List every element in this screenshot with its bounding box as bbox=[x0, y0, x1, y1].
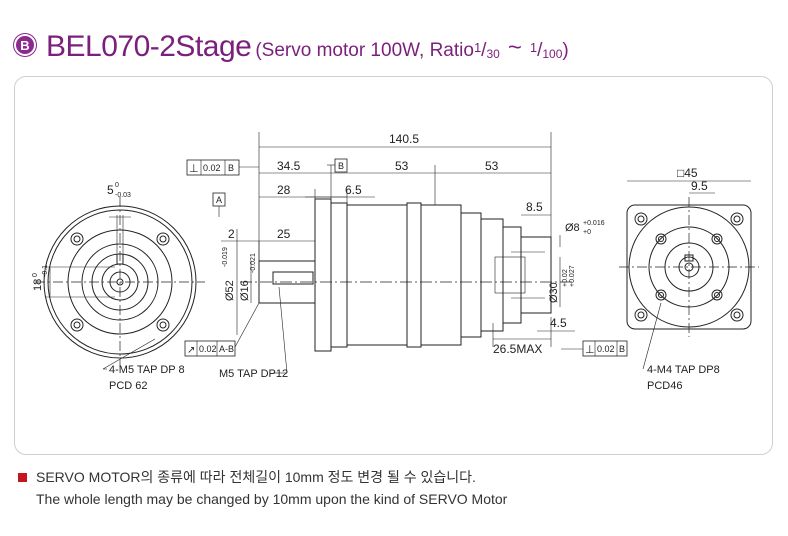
dia-52-label: Ø52 bbox=[224, 280, 236, 301]
left-callout-pcd: PCD 62 bbox=[109, 380, 148, 392]
front-view-left bbox=[35, 197, 205, 370]
dim-53-b-label: 53 bbox=[485, 159, 499, 173]
ratio-low: 1/30 bbox=[473, 40, 500, 61]
mid-callout-label: M5 TAP DP12 bbox=[219, 368, 288, 380]
key-tol-top: 0 bbox=[115, 182, 119, 189]
perp-top-symbol: ⊥ bbox=[189, 163, 199, 175]
model-spec: (Servo motor 100W, Ratio 1/30 ~ 1/100 ) bbox=[255, 36, 568, 62]
right-callout-pcd: PCD46 bbox=[647, 380, 682, 392]
dim-53-a-label: 53 bbox=[395, 159, 409, 173]
runout-symbol: ↗ bbox=[187, 345, 195, 356]
datum-a-label: A bbox=[216, 195, 222, 205]
right-callout-tap: 4-M4 TAP DP8 bbox=[647, 364, 720, 376]
note-english-text: The whole length may be changed by 10mm … bbox=[36, 491, 508, 507]
spec-suffix: ) bbox=[562, 40, 569, 61]
dia-8-tol-bot: +0 bbox=[583, 229, 591, 236]
perp-top-value: 0.02 bbox=[203, 163, 221, 173]
note-korean: SERVO MOTOR의 종류에 따라 전체길이 10mm 정도 변경 될 수 … bbox=[18, 466, 507, 488]
dia-16-tol: -0.021 bbox=[250, 253, 257, 273]
dia-30-tol-top: +0.02 bbox=[562, 269, 569, 287]
shaft-height-tol-top: 0 bbox=[32, 273, 39, 277]
dia-30-tol-bot: +0.027 bbox=[569, 265, 576, 287]
shaft-height-tol: -0.1 bbox=[42, 265, 49, 277]
overall-length-label: 140.5 bbox=[389, 132, 419, 146]
dim-6-5-label: 6.5 bbox=[345, 183, 362, 197]
perp-right-value: 0.02 bbox=[597, 344, 615, 354]
dia-30-label: Ø30 bbox=[548, 282, 560, 303]
left-callout-tap: 4-M5 TAP DP 8 bbox=[109, 364, 185, 376]
dim-25-label: 25 bbox=[277, 227, 291, 241]
datum-b-label: B bbox=[338, 161, 344, 171]
dia-16-label: Ø16 bbox=[239, 280, 251, 301]
dim-34-5-label: 34.5 bbox=[277, 159, 301, 173]
notes: SERVO MOTOR의 종류에 따라 전체길이 10mm 정도 변경 될 수 … bbox=[18, 466, 507, 510]
drawing-panel: 5 0 -0.03 18 0 -0.1 4-M5 TAP DP 8 PCD 62… bbox=[14, 76, 773, 455]
dim-26-5max-label: 26.5MAX bbox=[493, 342, 542, 356]
key-tol: -0.03 bbox=[115, 192, 131, 199]
stage-badge: B bbox=[14, 34, 36, 56]
square-45-label: □45 bbox=[677, 166, 698, 180]
header: B BEL070-2Stage (Servo motor 100W, Ratio… bbox=[14, 22, 569, 62]
perp-right-symbol: ⊥ bbox=[585, 344, 595, 356]
dim-4-5-label: 4.5 bbox=[550, 316, 567, 330]
dia-8-tol-top: +0.016 bbox=[583, 220, 605, 227]
ratio-tilde: ~ bbox=[507, 34, 522, 61]
dim-2-label: 2 bbox=[228, 227, 235, 241]
runout-value: 0.02 bbox=[199, 344, 217, 354]
dia-52-tol: -0.019 bbox=[222, 247, 229, 267]
spec-prefix: (Servo motor 100W, Ratio bbox=[255, 40, 474, 61]
perp-top-ref: B bbox=[228, 163, 234, 173]
front-view-right bbox=[619, 180, 759, 370]
model-title: BEL070-2Stage bbox=[46, 30, 252, 63]
dia-8-label: Ø8 bbox=[565, 222, 580, 234]
side-view bbox=[184, 132, 628, 374]
shaft-height-label: 18 bbox=[32, 279, 44, 291]
dim-28-label: 28 bbox=[277, 183, 291, 197]
technical-drawing: 5 0 -0.03 18 0 -0.1 4-M5 TAP DP 8 PCD 62… bbox=[32, 132, 759, 392]
key-width-label: 5 bbox=[107, 183, 114, 197]
perp-right-ref: B bbox=[619, 344, 625, 354]
bullet-square-icon bbox=[18, 472, 27, 482]
runout-ref: A-B bbox=[219, 344, 234, 354]
dim-9-5-label: 9.5 bbox=[691, 179, 708, 193]
ratio-high: 1/100 bbox=[529, 40, 563, 61]
dim-8-5-label: 8.5 bbox=[526, 200, 543, 214]
note-korean-text: SERVO MOTOR의 종류에 따라 전체길이 10mm 정도 변경 될 수 … bbox=[36, 469, 476, 485]
